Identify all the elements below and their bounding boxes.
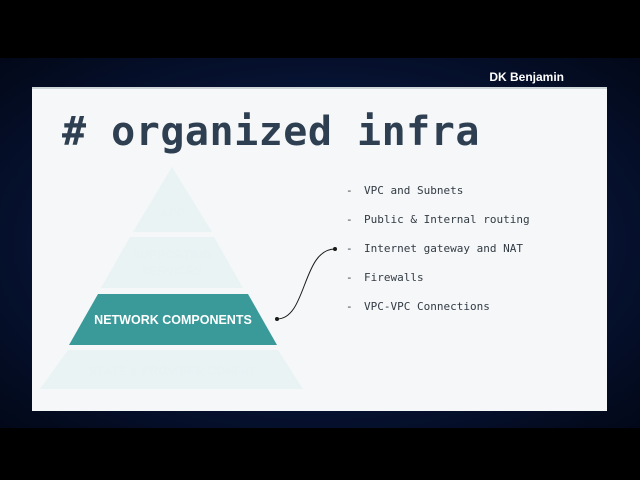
pyramid-tier-network-components <box>69 294 277 345</box>
bullet-marker: - <box>346 242 353 255</box>
bullet-text: Public & Internal routing <box>364 213 530 226</box>
presenter-name: DK Benjamin <box>489 70 564 84</box>
bullet-marker: - <box>346 213 353 226</box>
connector-dot-end <box>333 247 337 251</box>
bullet-item: -Internet gateway and NAT <box>346 242 530 271</box>
bullet-text: VPC and Subnets <box>364 184 464 197</box>
pyramid-tier-supporting-services <box>101 237 243 288</box>
bullet-list: -VPC and Subnets -Public & Internal rout… <box>346 184 530 329</box>
bullet-marker: - <box>346 271 353 284</box>
pyramid-tier-app <box>133 167 212 232</box>
bullet-item: -Firewalls <box>346 271 530 300</box>
pyramid-tier-state-provider-config <box>40 350 303 389</box>
bullet-text: Internet gateway and NAT <box>364 242 523 255</box>
tier-label-state-provider-config: STATE & PROVIDER CONFIG <box>88 364 255 378</box>
pyramid-diagram <box>40 167 337 389</box>
slide: # organized infra APP SUPPORTING SERVICE… <box>32 87 607 411</box>
bullet-item: -VPC-VPC Connections <box>346 300 530 329</box>
bullet-marker: - <box>346 300 353 313</box>
tier-label-supporting-services: SUPPORTING SERVICES <box>132 248 212 278</box>
bullet-marker: - <box>346 184 353 197</box>
connector-dot-start <box>275 317 279 321</box>
bullet-text: Firewalls <box>364 271 424 284</box>
bullet-item: -Public & Internal routing <box>346 213 530 242</box>
slide-title: # organized infra <box>62 109 480 155</box>
tier-label-network-components: NETWORK COMPONENTS <box>94 313 252 327</box>
connector-curve <box>276 248 336 320</box>
bullet-text: VPC-VPC Connections <box>364 300 490 313</box>
tier-label-app: APP <box>160 206 185 220</box>
bullet-item: -VPC and Subnets <box>346 184 530 213</box>
